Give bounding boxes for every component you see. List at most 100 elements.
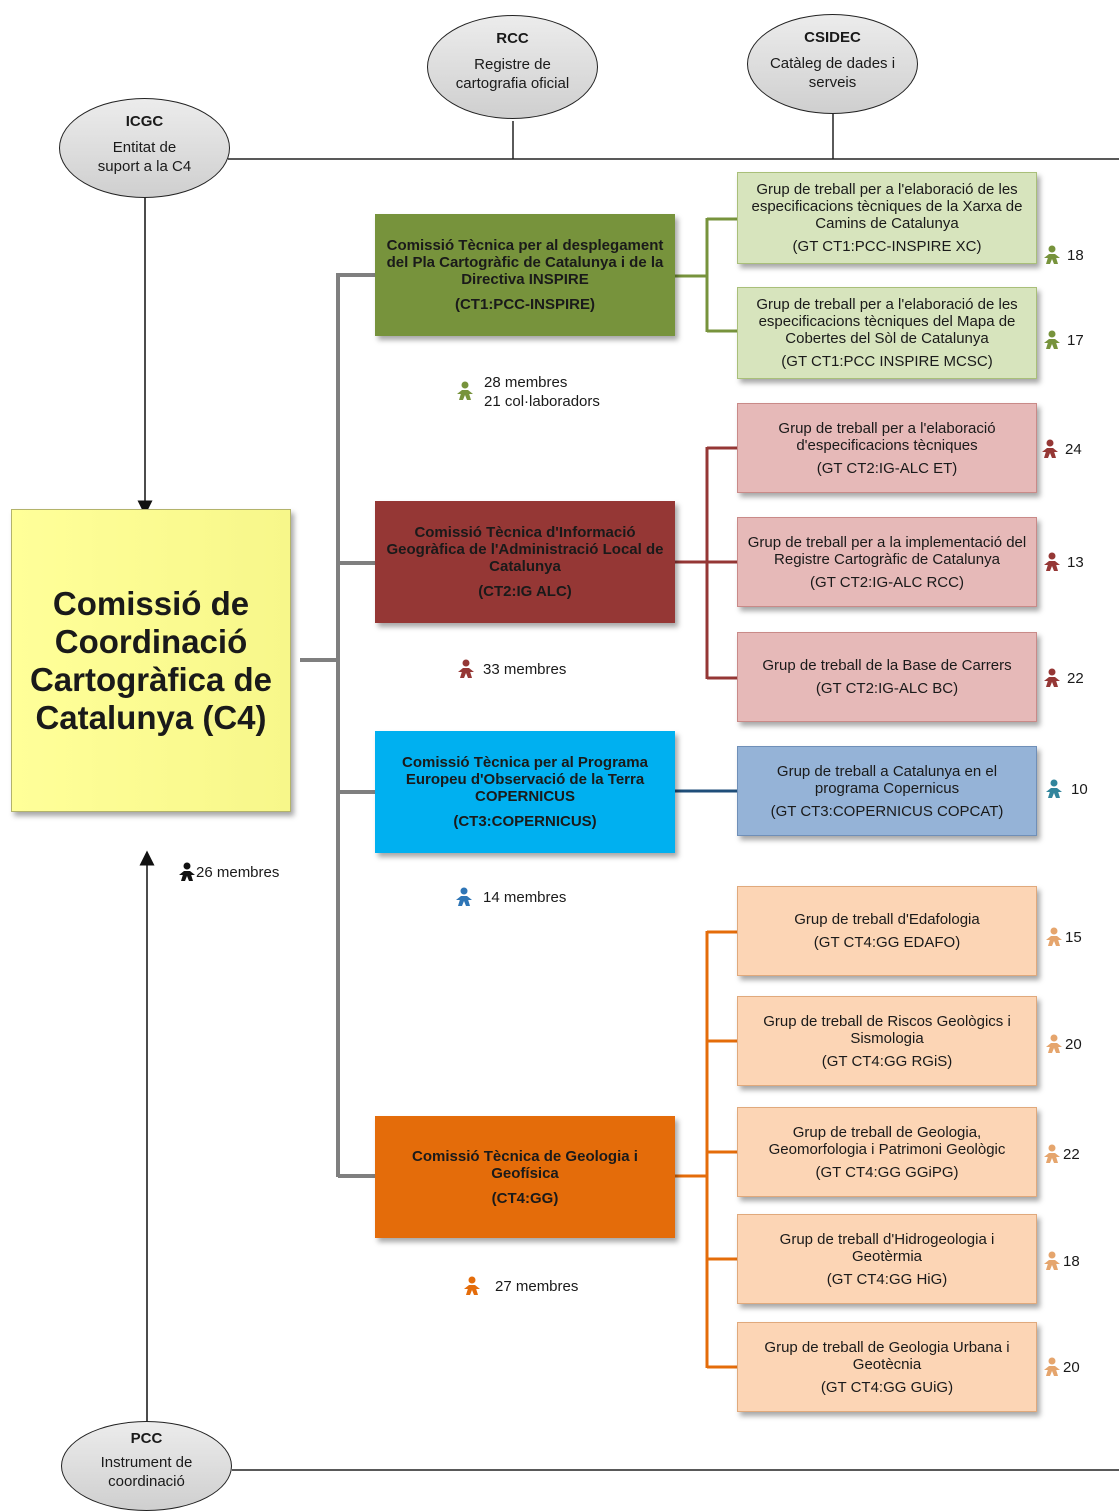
ct4-members: 27 membres xyxy=(463,1276,578,1296)
csidec-node: CSIDEC Catàleg de dades i serveis xyxy=(747,14,918,114)
gt-count-text: 10 xyxy=(1071,780,1088,798)
ct4-members-text: 27 membres xyxy=(495,1277,579,1295)
gt-ct1-mcsc-box: Grup de treball per a l'elaboració de le… xyxy=(737,287,1037,379)
person-icon xyxy=(1044,1357,1060,1376)
gt-ct1-mcsc-count: 17 xyxy=(1043,330,1084,350)
main-commission-box: Comissió de Coordinació Cartogràfica de … xyxy=(11,509,291,812)
rcc-title: RCC xyxy=(496,30,529,47)
ct4-box: Comissió Tècnica de Geologia i Geofísica… xyxy=(375,1116,675,1238)
gt-ct4-guig-count: 20 xyxy=(1043,1357,1080,1377)
ct3-members: 14 membres xyxy=(455,887,566,907)
gt-ct4-guig-name: Grup de treball de Geologia Urbana i Geo… xyxy=(764,1338,1010,1373)
gt-count-text: 20 xyxy=(1063,1358,1080,1376)
gt-ct3-copcat-code: (GT CT3:COPERNICUS COPCAT) xyxy=(770,802,1004,820)
person-icon xyxy=(1044,668,1060,687)
gt-ct4-edafo-code: (GT CT4:GG EDAFO) xyxy=(813,934,961,951)
ct2-box: Comissió Tècnica d'Informació Geogràfica… xyxy=(375,501,675,623)
gt-count-text: 24 xyxy=(1065,440,1082,458)
person-icon xyxy=(464,1276,480,1295)
gt-count-text: 18 xyxy=(1067,246,1084,264)
csidec-desc: Catàleg de dades i serveis xyxy=(769,55,896,91)
gt-ct1-xc-code: (GT CT1:PCC-INSPIRE XC) xyxy=(792,238,982,255)
person-icon xyxy=(1044,245,1060,264)
gt-ct3-copcat-box: Grup de treball a Catalunya en el progra… xyxy=(737,746,1037,836)
gt-ct4-rgis-count: 20 xyxy=(1045,1034,1082,1054)
person-icon xyxy=(1046,779,1062,798)
pcc-desc: Instrument de coordinació xyxy=(100,1454,193,1490)
gt-count-text: 20 xyxy=(1065,1035,1082,1053)
gt-ct2-et-name: Grup de treball per a l'elaboració d'esp… xyxy=(778,419,996,454)
gt-ct4-hig-count: 18 xyxy=(1043,1251,1080,1271)
gt-ct2-bc-name: Grup de treball de la Base de Carrers xyxy=(762,657,1012,674)
gt-ct4-ggipg-code: (GT CT4:GG GGiPG) xyxy=(815,1163,959,1181)
gt-ct2-et-code: (GT CT2:IG-ALC ET) xyxy=(816,459,958,477)
gt-count-text: 17 xyxy=(1067,331,1084,349)
gt-ct2-rcc-box: Grup de treball per a la implementació d… xyxy=(737,517,1037,607)
person-icon xyxy=(1044,1251,1060,1270)
main-commission-title: Comissió de Coordinació Cartogràfica de … xyxy=(29,584,273,736)
gt-ct4-edafo-name: Grup de treball d'Edafologia xyxy=(794,911,980,928)
icgc-title: ICGC xyxy=(125,113,164,130)
gt-ct2-bc-box: Grup de treball de la Base de Carrers (G… xyxy=(737,632,1037,722)
gt-count-text: 22 xyxy=(1063,1145,1080,1163)
gt-ct4-hig-code: (GT CT4:GG HiG) xyxy=(826,1270,948,1288)
ct4-name: Comissió Tècnica de Geologia i Geofísica xyxy=(412,1147,638,1182)
gt-ct1-xc-box: Grup de treball per a l'elaboració de le… xyxy=(737,172,1037,264)
person-icon xyxy=(1044,1144,1060,1163)
pcc-node: PCC Instrument de coordinació xyxy=(61,1421,232,1511)
ct2-members: 33 membres xyxy=(457,659,566,679)
gt-ct4-rgis-box: Grup de treball de Riscos Geològics i Si… xyxy=(737,996,1037,1086)
person-icon xyxy=(456,887,472,906)
gt-ct3-copcat-count: 10 xyxy=(1045,779,1088,799)
person-icon xyxy=(1044,552,1060,571)
gt-ct4-edafo-box: Grup de treball d'Edafologia (GT CT4:GG … xyxy=(737,886,1037,976)
gt-ct2-et-box: Grup de treball per a l'elaboració d'esp… xyxy=(737,403,1037,493)
gt-ct4-hig-box: Grup de treball d'Hidrogeologia i Geotèr… xyxy=(737,1214,1037,1304)
gt-ct2-et-count: 24 xyxy=(1041,439,1082,459)
main-members-text: 26 membres xyxy=(196,863,280,881)
gt-ct2-rcc-count: 13 xyxy=(1043,552,1084,572)
gt-count-text: 18 xyxy=(1063,1252,1080,1270)
ct3-members-text: 14 membres xyxy=(483,888,567,906)
person-icon xyxy=(457,381,473,400)
gt-ct4-edafo-count: 15 xyxy=(1045,927,1082,947)
person-icon xyxy=(1046,927,1062,946)
gt-ct2-bc-count: 22 xyxy=(1043,668,1084,688)
gt-ct1-mcsc-name: Grup de treball per a l'elaboració de le… xyxy=(756,296,1018,347)
ct3-box: Comissió Tècnica per al Programa Europeu… xyxy=(375,731,675,853)
gt-ct4-guig-box: Grup de treball de Geologia Urbana i Geo… xyxy=(737,1322,1037,1412)
gt-ct4-guig-code: (GT CT4:GG GUiG) xyxy=(820,1378,954,1396)
main-commission-members: 26 membres xyxy=(178,862,279,882)
gt-count-text: 15 xyxy=(1065,928,1082,946)
gt-ct4-rgis-name: Grup de treball de Riscos Geològics i Si… xyxy=(763,1012,1011,1047)
gt-count-text: 13 xyxy=(1067,553,1084,571)
icgc-desc: Entitat de suport a la C4 xyxy=(97,139,192,175)
ct3-name: Comissió Tècnica per al Programa Europeu… xyxy=(402,754,648,805)
rcc-desc: Registre de cartografia oficial xyxy=(455,56,570,92)
ct2-members-text: 33 membres xyxy=(483,660,567,678)
gt-ct4-rgis-code: (GT CT4:GG RGiS) xyxy=(821,1052,953,1070)
gt-ct4-ggipg-name: Grup de treball de Geologia, Geomorfolog… xyxy=(768,1123,1006,1158)
icgc-node: ICGC Entitat de suport a la C4 xyxy=(59,98,230,198)
person-icon xyxy=(1046,1034,1062,1053)
pcc-title: PCC xyxy=(130,1430,163,1447)
gt-ct4-hig-name: Grup de treball d'Hidrogeologia i Geotèr… xyxy=(779,1230,995,1265)
ct3-code: (CT3:COPERNICUS) xyxy=(453,813,597,830)
ct1-collaborators-text: 21 col·laboradors xyxy=(484,393,600,410)
person-icon xyxy=(1044,330,1060,349)
csidec-title: CSIDEC xyxy=(804,29,861,46)
gt-ct1-xc-name: Grup de treball per a l'elaboració de le… xyxy=(751,181,1023,232)
gt-ct2-rcc-code: (GT CT2:IG-ALC RCC) xyxy=(810,573,964,591)
ct1-members-text: 28 membres xyxy=(484,374,568,391)
ct2-name: Comissió Tècnica d'Informació Geogràfica… xyxy=(386,524,664,575)
ct4-code: (CT4:GG) xyxy=(491,1189,559,1207)
gt-ct3-copcat-name: Grup de treball a Catalunya en el progra… xyxy=(776,762,998,797)
person-icon xyxy=(179,862,195,881)
rcc-node: RCC Registre de cartografia oficial xyxy=(427,15,598,119)
ct2-code: (CT2:IG ALC) xyxy=(478,583,572,600)
gt-ct4-ggipg-count: 22 xyxy=(1043,1144,1080,1164)
gt-count-text: 22 xyxy=(1067,669,1084,687)
ct1-name: Comissió Tècnica per al desplegament del… xyxy=(386,237,664,288)
gt-ct4-ggipg-box: Grup de treball de Geologia, Geomorfolog… xyxy=(737,1107,1037,1197)
